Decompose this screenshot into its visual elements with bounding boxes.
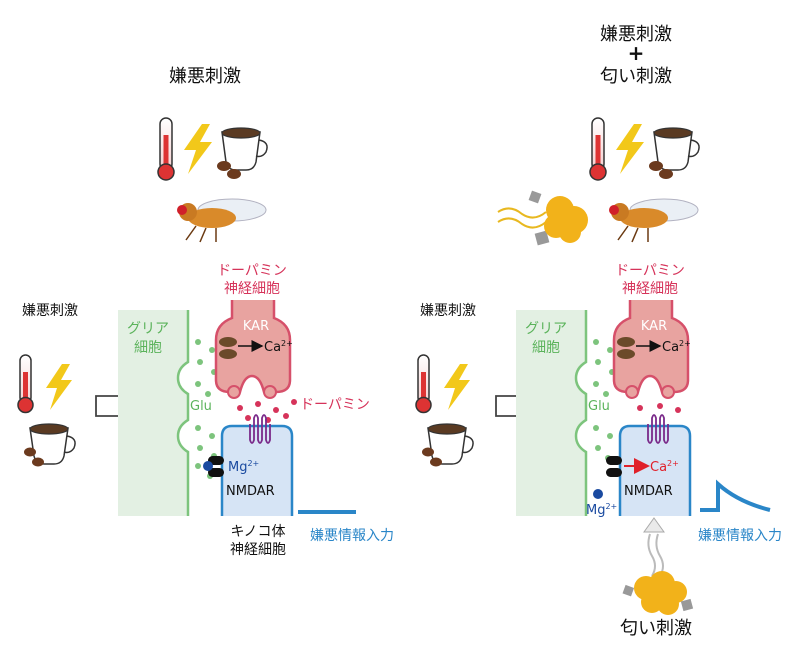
nmdar-receptor-icon: [203, 456, 224, 477]
left-title: 嫌悪刺激: [169, 66, 241, 87]
fly-icon: [177, 198, 267, 243]
mg-ion: [593, 489, 603, 499]
coffee-icon: [24, 423, 76, 467]
kar-label: KAR: [243, 319, 269, 334]
mg-label: Mg2+: [586, 502, 617, 518]
dopamine-label: ドーパミン: [300, 397, 370, 413]
thermometer-icon: [589, 117, 607, 181]
glu-label: Glu: [190, 399, 212, 414]
ca-label: Ca2+: [662, 339, 691, 355]
left-panel: 嫌悪刺激 嫌悪刺激: [17, 66, 394, 558]
glia-label: グリア: [127, 321, 169, 337]
dopamine-receptor-icon: [647, 414, 669, 444]
kar-receptor-icon: [617, 337, 635, 359]
kenyon-label: キノコ体: [230, 524, 285, 540]
mg-label: Mg2+: [228, 459, 259, 475]
right-title-plus: +: [628, 41, 645, 65]
lightning-icon: [46, 364, 72, 410]
lightning-icon: [444, 364, 470, 410]
aversive-input-label: 嫌悪情報入力: [698, 528, 782, 544]
glu-label: Glu: [588, 399, 610, 414]
glia-label: 細胞: [532, 340, 560, 356]
kenyon-cell: [618, 424, 692, 516]
coffee-icon: [422, 423, 474, 467]
glutamate-dots: [593, 339, 615, 461]
fly-icon: [609, 198, 699, 243]
glia-label: グリア: [525, 321, 567, 337]
left-side-label: 嫌悪刺激: [22, 302, 78, 319]
glia-label: 細胞: [134, 340, 162, 356]
glia-cell: [118, 310, 188, 516]
dopamine-neuron-label: 神経細胞: [224, 281, 280, 297]
thermometer-icon: [17, 354, 34, 414]
odor-cloud-icon: [497, 190, 588, 246]
kenyon-cell: [220, 424, 294, 516]
nmdar-label: NMDAR: [226, 484, 275, 499]
kar-receptor-icon: [219, 337, 237, 359]
ca-in-label: Ca2+: [650, 459, 679, 475]
lightning-icon: [184, 124, 212, 174]
thermometer-icon: [157, 117, 175, 181]
glia-cell: [516, 310, 586, 516]
right-panel: 嫌悪刺激 + 匂い刺激: [415, 24, 782, 639]
right-title: 匂い刺激: [600, 66, 672, 87]
nmdar-label: NMDAR: [624, 484, 673, 499]
odor-input-arrow-icon: [643, 517, 665, 577]
ca-label: Ca2+: [264, 339, 293, 355]
dopamine-dots: [237, 399, 297, 423]
dopamine-neuron-label: ドーパミン: [615, 263, 685, 279]
coffee-icon: [649, 127, 700, 179]
thermometer-icon: [415, 354, 432, 414]
coffee-icon: [217, 127, 268, 179]
aversive-input-signal: [700, 479, 771, 512]
right-side-label: 嫌悪刺激: [420, 302, 476, 319]
nmdar-receptor-icon: [606, 456, 622, 477]
dopamine-receptor-icon: [249, 414, 271, 444]
kar-label: KAR: [641, 319, 667, 334]
lightning-icon: [616, 124, 644, 174]
kenyon-label: 神経細胞: [230, 542, 286, 558]
odor-cloud-icon: [622, 571, 694, 615]
aversive-input-label: 嫌悪情報入力: [310, 528, 394, 544]
dopamine-neuron-label: 神経細胞: [622, 281, 678, 297]
odor-label: 匂い刺激: [620, 618, 692, 639]
right-title: 嫌悪刺激: [600, 24, 672, 45]
dopamine-dots: [637, 403, 681, 413]
dopamine-neuron-label: ドーパミン: [217, 263, 287, 279]
